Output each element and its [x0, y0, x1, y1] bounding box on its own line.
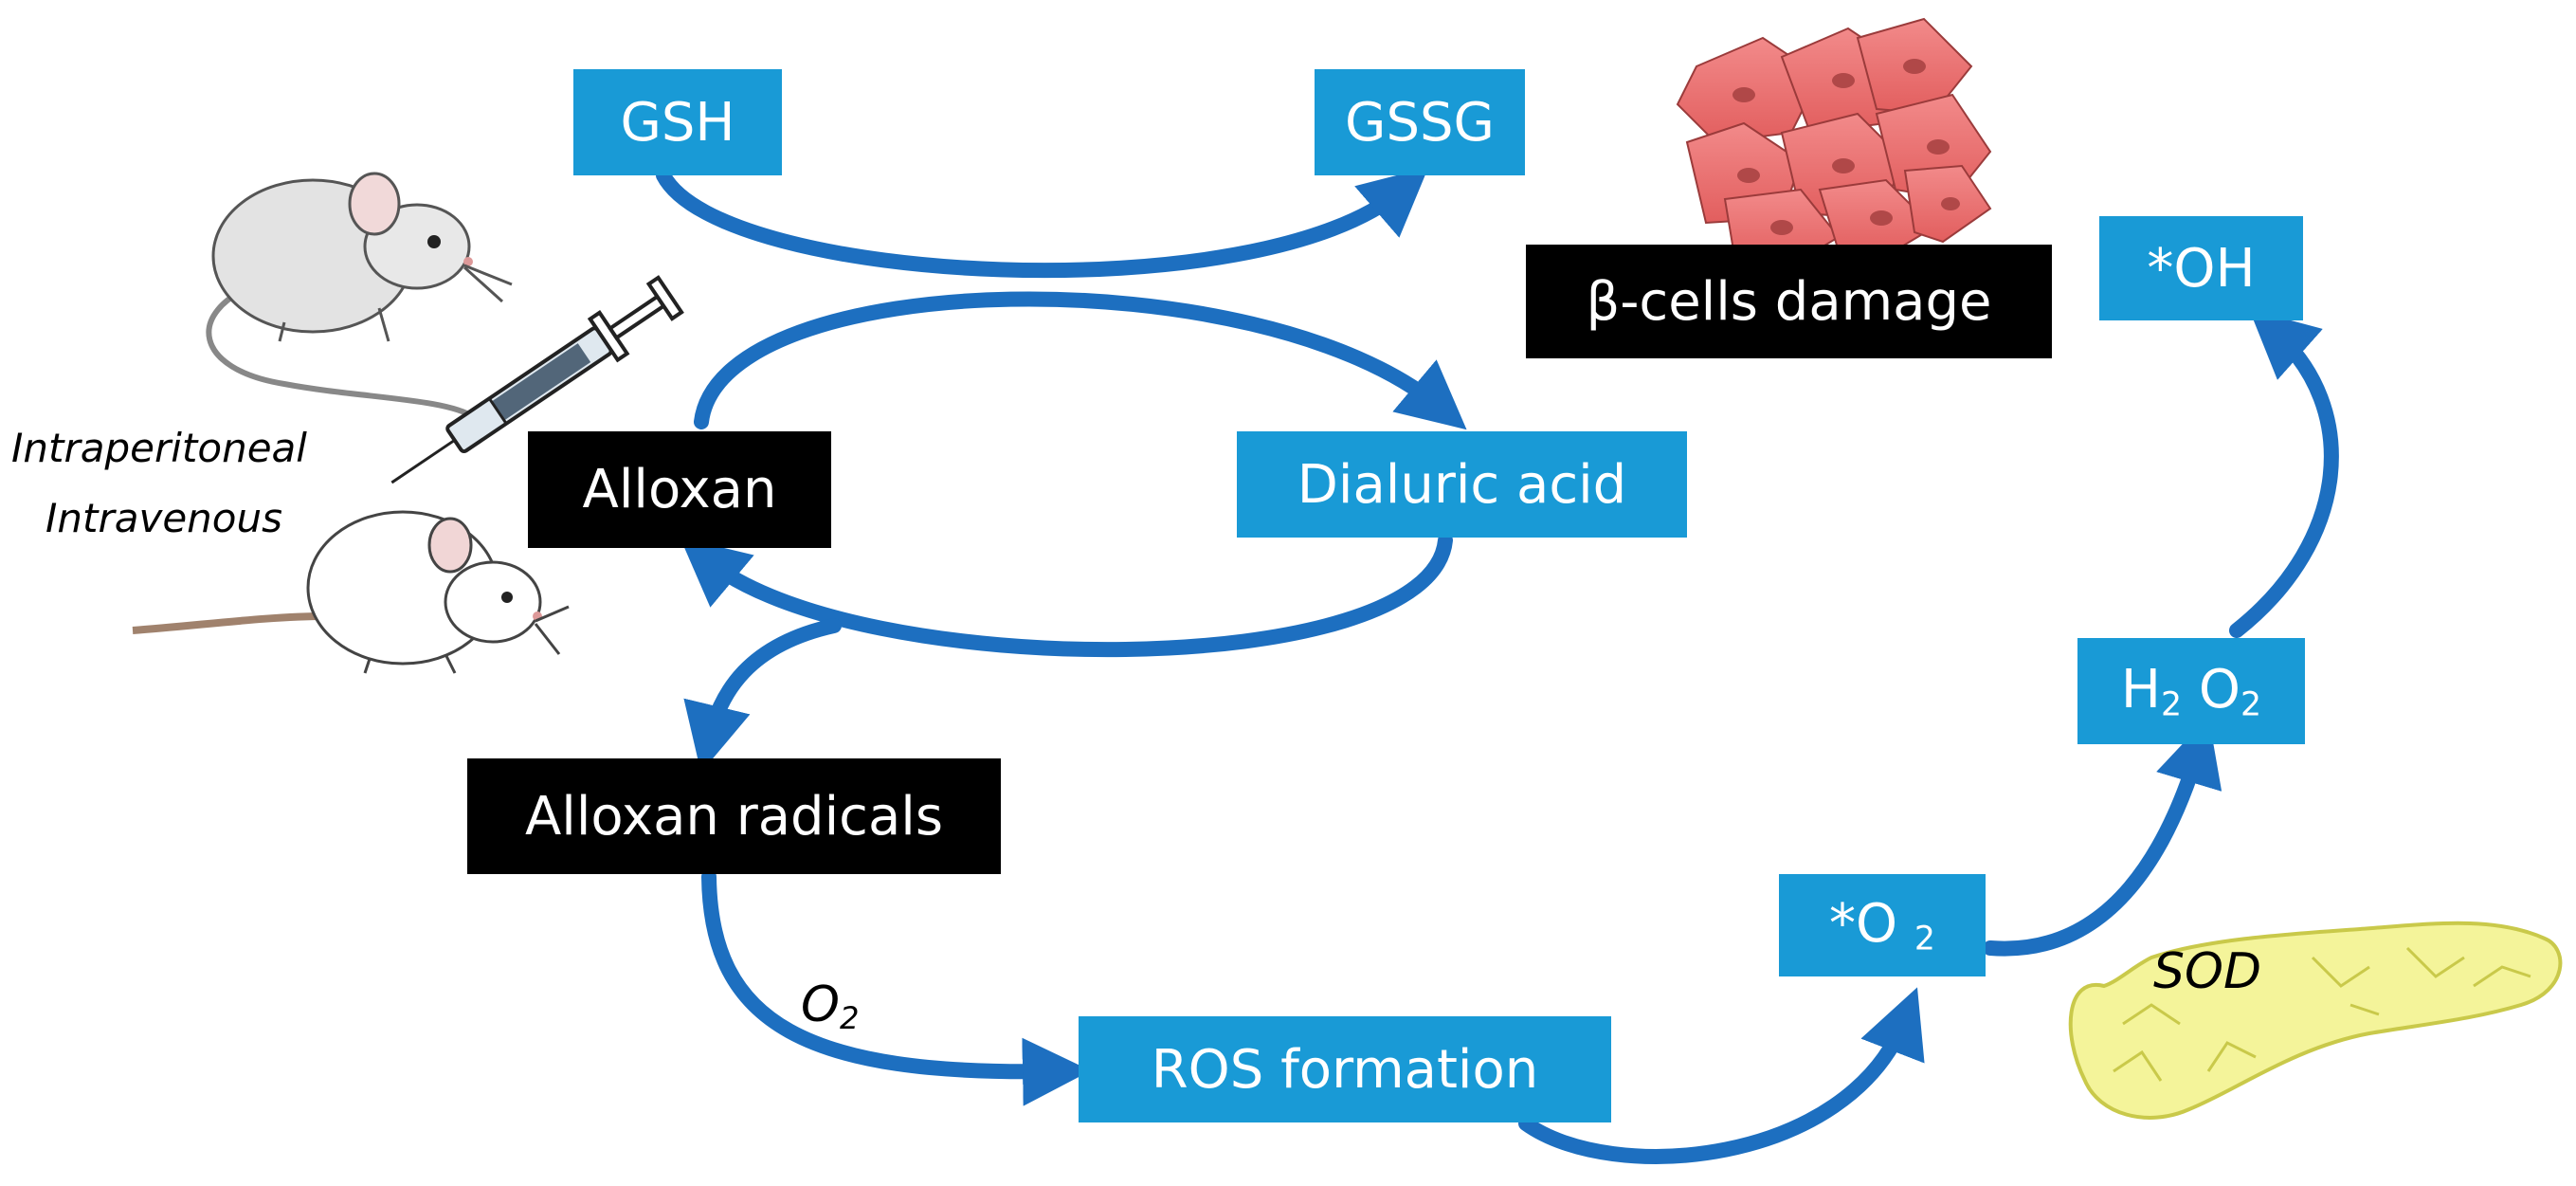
beta-cells-icon [1676, 17, 1992, 267]
oxygen-label: O2 [801, 976, 859, 1036]
pancreas-icon [2068, 921, 2563, 1120]
oxygen-sub-text: 2 [839, 1000, 860, 1037]
route-label-intraperitoneal: Intraperitoneal [11, 425, 307, 471]
node-alloxan-label: Alloxan [582, 459, 777, 520]
superoxide-o-text: *O [1829, 892, 1914, 955]
node-gssg: GSSG [1315, 69, 1525, 175]
mouse-icon [206, 172, 513, 420]
node-ros-formation: ROS formation [1079, 1016, 1611, 1122]
node-superoxide-label: *O 2 [1829, 893, 1935, 958]
arrow-dialuric-to-alloxan [680, 533, 1453, 658]
h2o2-o-text: O [2182, 658, 2240, 721]
node-dialuric-acid-label: Dialuric acid [1297, 453, 1627, 516]
arrow-gsh-to-gssg [656, 167, 1429, 279]
arrow-radicals-to-ros [701, 869, 1091, 1106]
arrow-superoxide-to-h2o2 [1983, 716, 2222, 957]
oxygen-o-text: O [801, 976, 840, 1033]
route-label-intravenous: Intravenous [45, 495, 282, 541]
node-oh-radical: *OH [2099, 216, 2303, 320]
node-alloxan-radicals-label: Alloxan radicals [525, 785, 943, 848]
node-h2o2-label: H2 O2 [2121, 659, 2261, 724]
node-alloxan-radicals: Alloxan radicals [467, 758, 1001, 874]
node-gssg-label: GSSG [1345, 91, 1495, 154]
node-gsh: GSH [573, 69, 782, 175]
h2o2-sub2-text: 2 [2240, 685, 2262, 724]
node-dialuric-acid: Dialuric acid [1237, 431, 1687, 538]
superoxide-sub-text: 2 [1914, 920, 1935, 958]
arrow-ros-to-superoxide [1518, 987, 1925, 1164]
node-ros-formation-label: ROS formation [1151, 1038, 1539, 1101]
node-h2o2: H2 O2 [2077, 638, 2305, 744]
arrow-to-alloxan-radicals [683, 618, 842, 774]
arrow-h2o2-to-oh [2229, 309, 2339, 638]
arrow-alloxan-to-dialuric [694, 291, 1467, 430]
node-oh-radical-label: *OH [2147, 237, 2256, 300]
node-beta-cells-damage: β-cells damage [1526, 245, 2052, 358]
node-alloxan: Alloxan [528, 431, 831, 548]
node-beta-cells-damage-label: β-cells damage [1586, 270, 1992, 333]
rat-icon [132, 510, 570, 674]
syringe-icon [390, 275, 684, 484]
h2o2-sub1-text: 2 [2161, 685, 2183, 724]
sod-label: SOD [2153, 943, 2261, 1000]
node-gsh-label: GSH [620, 91, 735, 154]
node-superoxide: *O 2 [1779, 874, 1986, 976]
h2o2-h-text: H [2120, 658, 2162, 721]
